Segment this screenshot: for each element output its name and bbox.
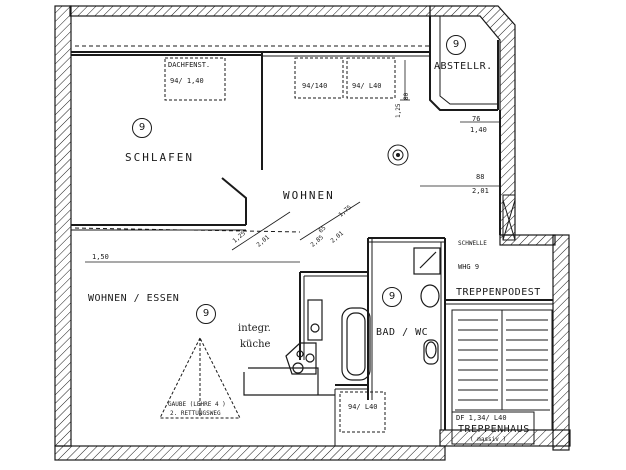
label-whg: WHG 9 (458, 263, 480, 271)
label-dim-88: 88 (476, 173, 485, 181)
label-dim-76: 76 (472, 115, 481, 123)
room-label-treppenhaus: TREPPENHAUS (458, 424, 530, 435)
unit-marker-bedroom: 9 (132, 118, 152, 138)
label-schwelle: SCHWELLE (458, 240, 487, 247)
label-window-bathroom: 94/ L40 (348, 403, 378, 411)
interior-walls (71, 16, 553, 446)
label-dim-80: 80 (403, 92, 410, 100)
label-dachfenster-stairs: DF 1,34/ L40 (456, 414, 507, 422)
label-dachfenster: DACHFENST. (168, 61, 211, 69)
room-label-abstellraum: ABSTELLR. (434, 61, 493, 72)
label-dim-201: 2,01 (472, 187, 489, 195)
label-massiv: ( massiv ) (470, 436, 507, 443)
room-label-treppenpodest: TREPPENPODEST (456, 287, 541, 298)
ceiling-marker (387, 144, 409, 166)
room-label-wohnen-essen: WOHNEN / ESSEN (88, 293, 180, 304)
label-window-living-2: 94/ L40 (352, 82, 382, 90)
label-dim-125-vertical: 1,25 (395, 103, 402, 118)
unit-marker-bathroom: 9 (382, 287, 402, 307)
bathroom-fixtures (341, 247, 441, 381)
room-label-kueche-2: küche (240, 339, 271, 350)
room-label-schlafen: SCHLAFEN (125, 151, 194, 164)
kitchen-counter (243, 299, 335, 396)
unit-marker-storage: 9 (446, 35, 466, 55)
room-label-bad-wc: BAD / WC (376, 327, 429, 338)
unit-marker-living: 9 (196, 304, 216, 324)
room-label-wohnen: WOHNEN (283, 189, 335, 202)
room-label-kueche-1: integr. (238, 323, 271, 334)
label-window-living-1: 94/140 (302, 82, 328, 90)
label-window-bedroom: 94/ 1,40 (170, 77, 204, 85)
dormer-gaube (159, 336, 241, 419)
staircase (451, 309, 553, 445)
label-gaube: GAUBE (LEHRE 4 ) (168, 401, 226, 408)
dimension-lines (85, 60, 500, 263)
windows (164, 57, 396, 433)
label-gaube-rettungsweg: 2. RETTUNGSWEG (170, 410, 221, 417)
chimney (502, 194, 516, 241)
label-dim-150: 1,50 (92, 253, 109, 261)
label-dim-140: 1,40 (470, 126, 487, 134)
hatched-walls (54, 5, 571, 461)
